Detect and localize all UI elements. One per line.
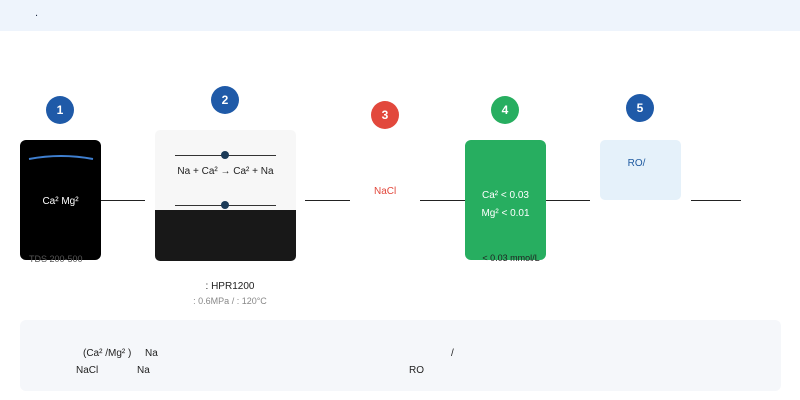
pipe-4-5 (546, 200, 590, 201)
soft-water-hardness: < 0.03 mmol/L (482, 253, 540, 263)
note-hardness-ions: (Ca² /Mg² ) (83, 348, 132, 359)
resin-model-caption: : HPR1200 (205, 281, 255, 292)
pipe-3-4 (420, 200, 465, 201)
note-nacl: NaCl (76, 365, 99, 376)
step-4-badge: 4 (491, 96, 519, 124)
pipe-5-out (691, 200, 741, 201)
soft-water-mg: Mg² < 0.01 (481, 208, 530, 219)
header-bar (0, 0, 800, 31)
step-1-badge: 1 (46, 96, 74, 124)
notes-panel (20, 320, 781, 391)
ro-unit (600, 140, 681, 200)
step-3-badge: 3 (371, 101, 399, 129)
step-2-badge: 2 (211, 86, 239, 114)
ion-exchange-equation: Na + Ca² → Ca² + Na (177, 166, 274, 177)
pipe-1-2 (101, 200, 145, 201)
raw-water-ions: Ca² Mg² (42, 196, 79, 207)
valve-bottom-icon (221, 201, 229, 209)
pipe-2-3 (305, 200, 350, 201)
note-slash: / (451, 348, 454, 359)
note-sodium-1: Na (145, 348, 158, 359)
valve-top-icon (221, 151, 229, 159)
note-sodium-2: Na (137, 365, 150, 376)
resin-bed (155, 210, 296, 261)
note-ro: RO (409, 365, 424, 376)
resin-spec-caption: : 0.6MPa / : 120°C (193, 296, 267, 306)
step-5-badge: 5 (626, 94, 654, 122)
soft-water-ca: Ca² < 0.03 (482, 190, 529, 201)
raw-water-tds: TDS 200-500 (29, 254, 83, 264)
raw-water-tank (20, 140, 101, 260)
brine-label: NaCl (374, 186, 397, 197)
header-text: . (35, 7, 39, 19)
water-surface-icon (28, 155, 94, 160)
ro-unit-label: RO/ (627, 158, 646, 169)
soft-water-tank (465, 140, 546, 260)
